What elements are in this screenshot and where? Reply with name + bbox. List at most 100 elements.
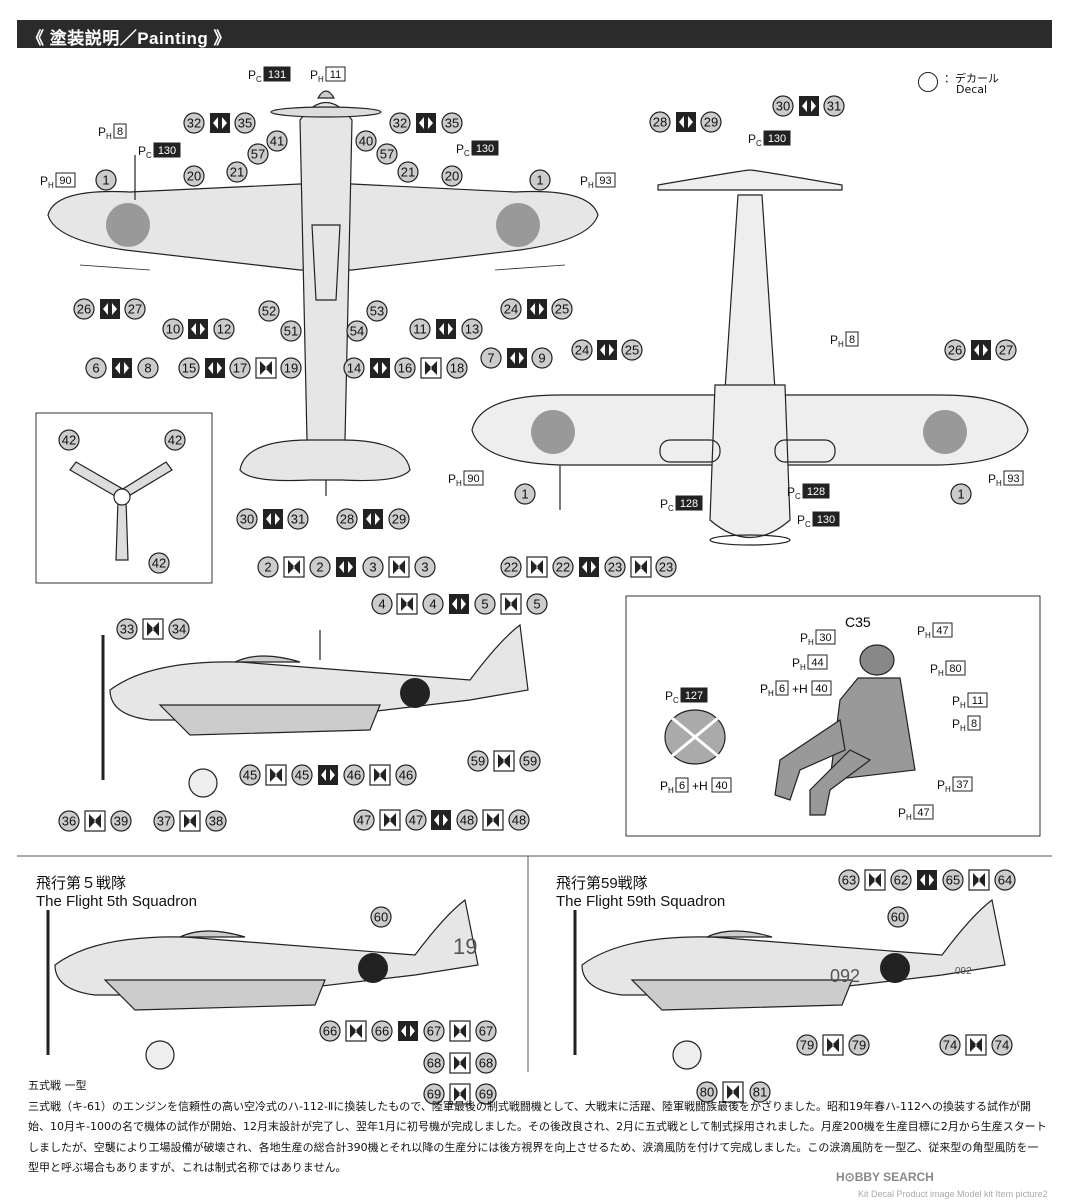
svg-text:P: P bbox=[456, 142, 464, 156]
svg-text:27: 27 bbox=[999, 343, 1013, 358]
decal-number-13: 13 bbox=[461, 318, 483, 340]
svg-text:40: 40 bbox=[359, 134, 373, 149]
svg-text:18: 18 bbox=[450, 361, 464, 376]
svg-text:90: 90 bbox=[467, 473, 479, 485]
decal-number-20: 20 bbox=[183, 165, 205, 187]
svg-text:P: P bbox=[138, 144, 146, 158]
svg-text:67: 67 bbox=[479, 1024, 493, 1039]
double-side-icon bbox=[263, 509, 283, 529]
decal-number-30: 30 bbox=[772, 95, 794, 117]
svg-text:P: P bbox=[660, 779, 668, 793]
svg-text:53: 53 bbox=[370, 304, 384, 319]
decal-number-14: 14 bbox=[343, 357, 365, 379]
single-side-icon bbox=[493, 750, 515, 772]
single-side-icon bbox=[142, 618, 164, 640]
decal-number-27: 27 bbox=[124, 298, 146, 320]
decal-number-33: 33 bbox=[116, 618, 138, 640]
svg-text:37: 37 bbox=[157, 814, 171, 829]
svg-text:P: P bbox=[580, 174, 588, 188]
svg-text:10: 10 bbox=[166, 322, 180, 337]
svg-text:40: 40 bbox=[715, 780, 727, 792]
single-side-icon bbox=[968, 869, 990, 891]
svg-text:29: 29 bbox=[704, 115, 718, 130]
decal-number-23: 23 bbox=[655, 556, 677, 578]
decal-number-59: 59 bbox=[467, 750, 489, 772]
svg-text:4: 4 bbox=[378, 597, 385, 612]
decal-number-68: 68 bbox=[475, 1052, 497, 1074]
double-side-icon bbox=[799, 96, 819, 116]
svg-text:P: P bbox=[952, 717, 960, 731]
svg-text:63: 63 bbox=[842, 873, 856, 888]
svg-text:40: 40 bbox=[815, 683, 827, 695]
decal-number-32: 32 bbox=[389, 112, 411, 134]
svg-text:39: 39 bbox=[114, 814, 128, 829]
svg-text:P: P bbox=[748, 132, 756, 146]
svg-text:12: 12 bbox=[217, 322, 231, 337]
svg-text:25: 25 bbox=[555, 302, 569, 317]
svg-text:28: 28 bbox=[653, 115, 667, 130]
svg-text:19: 19 bbox=[284, 361, 298, 376]
decal-number-31: 31 bbox=[823, 95, 845, 117]
single-side-icon bbox=[482, 809, 504, 831]
svg-text:60: 60 bbox=[374, 910, 388, 925]
single-side-icon bbox=[179, 810, 201, 832]
top-view-aircraft bbox=[47, 90, 599, 496]
decal-number-53: 53 bbox=[366, 300, 388, 322]
double-side-icon bbox=[363, 509, 383, 529]
svg-text:47: 47 bbox=[357, 813, 371, 828]
decal-number-5: 5 bbox=[526, 593, 548, 615]
svg-text:30: 30 bbox=[240, 512, 254, 527]
helmet-drawing bbox=[664, 709, 726, 765]
svg-text:44: 44 bbox=[811, 657, 823, 669]
decal-number-25: 25 bbox=[621, 339, 643, 361]
section-title: 《 塗装説明／Painting 》 bbox=[27, 29, 231, 48]
decal-number-18: 18 bbox=[446, 357, 468, 379]
svg-text:P: P bbox=[310, 68, 318, 82]
single-side-icon bbox=[722, 1081, 744, 1103]
decal-number-74: 74 bbox=[991, 1034, 1013, 1056]
decal-number-34: 34 bbox=[168, 618, 190, 640]
pilot-code: C35 bbox=[845, 614, 871, 630]
svg-text:8: 8 bbox=[117, 126, 123, 138]
decal-number-42: 42 bbox=[58, 429, 80, 451]
svg-text:H: H bbox=[906, 813, 912, 822]
decal-number-52: 52 bbox=[258, 300, 280, 322]
decal-number-29: 29 bbox=[700, 111, 722, 133]
decal-number-21: 21 bbox=[397, 161, 419, 183]
single-side-icon bbox=[630, 556, 652, 578]
single-side-icon bbox=[396, 593, 418, 615]
svg-text:41: 41 bbox=[270, 134, 284, 149]
double-side-icon bbox=[210, 113, 230, 133]
svg-text:P: P bbox=[797, 513, 805, 527]
svg-text:H: H bbox=[668, 786, 674, 795]
svg-text:24: 24 bbox=[504, 302, 518, 317]
decal-number-4: 4 bbox=[371, 593, 393, 615]
svg-text:25: 25 bbox=[625, 343, 639, 358]
svg-text:68: 68 bbox=[479, 1056, 493, 1071]
svg-text:42: 42 bbox=[168, 433, 182, 448]
double-side-icon bbox=[579, 557, 599, 577]
decal-number-66: 66 bbox=[371, 1020, 393, 1042]
decal-number-46: 46 bbox=[395, 764, 417, 786]
svg-text:H: H bbox=[588, 181, 594, 190]
svg-text:P: P bbox=[665, 689, 673, 703]
svg-text:3: 3 bbox=[421, 560, 428, 575]
svg-text:47: 47 bbox=[409, 813, 423, 828]
svg-text:C: C bbox=[756, 139, 762, 148]
svg-text:6: 6 bbox=[92, 361, 99, 376]
decal-number-67: 67 bbox=[475, 1020, 497, 1042]
decal-number-35: 35 bbox=[234, 112, 256, 134]
double-side-icon bbox=[398, 1021, 418, 1041]
svg-text:69: 69 bbox=[427, 1087, 441, 1102]
svg-text:74: 74 bbox=[943, 1038, 957, 1053]
svg-text:6: 6 bbox=[779, 683, 785, 695]
svg-text:P: P bbox=[448, 472, 456, 486]
decal-number-48: 48 bbox=[508, 809, 530, 831]
svg-text:1: 1 bbox=[102, 173, 109, 188]
svg-text:P: P bbox=[930, 662, 938, 676]
